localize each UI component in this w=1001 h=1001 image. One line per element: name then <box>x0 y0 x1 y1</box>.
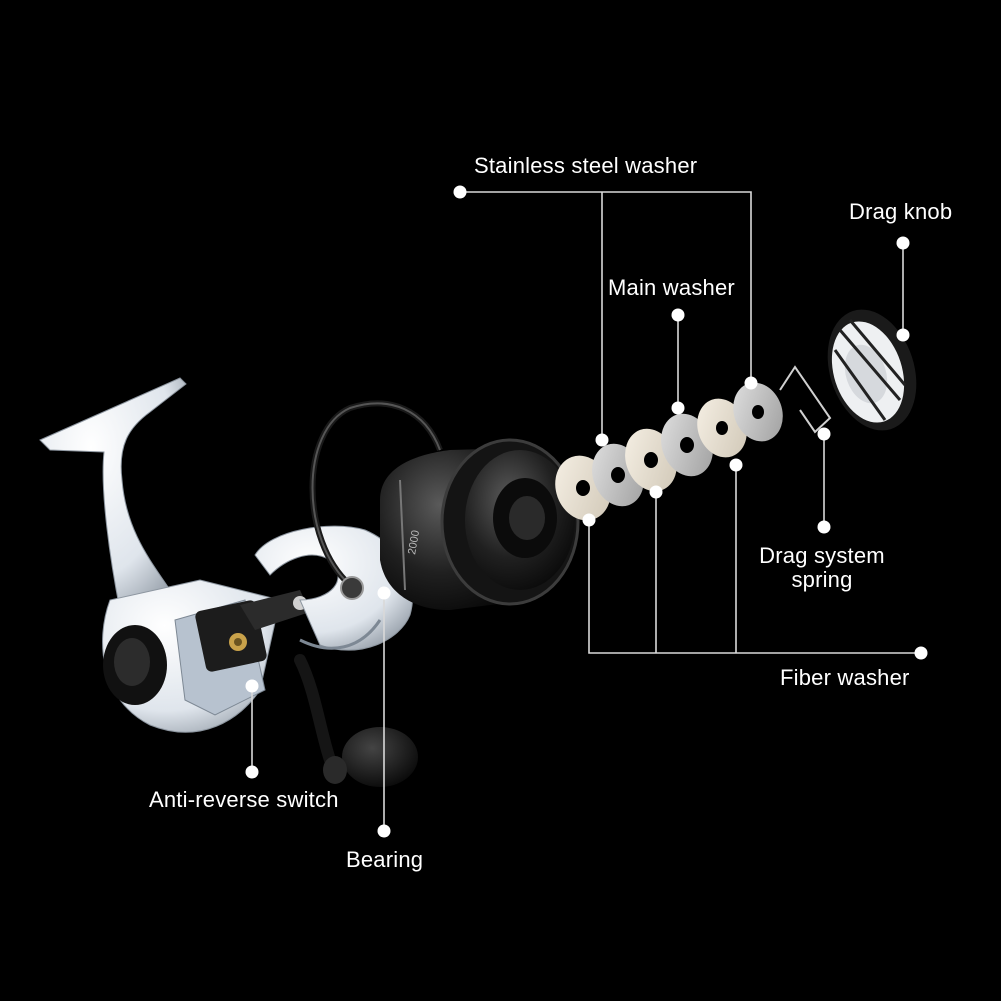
label-bearing: Bearing <box>346 847 424 872</box>
handle-knob <box>342 727 418 787</box>
dot-fiber-washer-c <box>729 458 743 472</box>
dot-fiber-washer-end <box>914 646 928 660</box>
reel-foot <box>39 377 187 611</box>
dot-drag-spring <box>817 427 831 441</box>
drag-knob-part <box>827 309 917 431</box>
leader-fiber-washer <box>588 520 921 654</box>
dot-main-washer <box>671 401 685 415</box>
dot-drag-knob-top <box>896 236 910 250</box>
stainless-steel-washer <box>733 382 783 442</box>
label-drag-system-spring-line2: spring <box>791 567 853 592</box>
dot-bearing <box>377 586 391 600</box>
dot-stainless-washer-b <box>744 376 758 390</box>
main-shaft <box>240 590 310 630</box>
dot-drag-knob <box>896 328 910 342</box>
reel-illustration: 2000 <box>39 309 917 787</box>
dot-fiber-washer-a <box>582 513 596 527</box>
label-drag-knob: Drag knob <box>849 199 953 224</box>
label-anti-reverse-switch: Anti-reverse switch <box>149 787 339 812</box>
dot-anti-reverse-bottom <box>245 765 259 779</box>
dot-stainless-start <box>453 185 467 199</box>
label-stainless-steel-washer: Stainless steel washer <box>474 153 698 178</box>
leader-stainless-steel-washer <box>460 191 752 383</box>
label-drag-system-spring-line1: Drag system <box>759 543 885 568</box>
dot-bearing-bottom <box>377 824 391 838</box>
leader-lines <box>251 191 921 831</box>
dot-main-washer-top <box>671 308 685 322</box>
label-main-washer: Main washer <box>608 275 735 300</box>
dot-drag-spring-bottom <box>817 520 831 534</box>
callout-dots <box>245 185 928 838</box>
dot-anti-reverse <box>245 679 259 693</box>
label-drag-system-spring: Drag system spring <box>752 544 892 592</box>
dot-fiber-washer-b <box>649 485 663 499</box>
label-fiber-washer: Fiber washer <box>780 665 910 690</box>
spool-marking: 2000 <box>406 529 422 555</box>
drag-spring <box>779 365 832 434</box>
dot-stainless-washer-a <box>595 433 609 447</box>
spool: 2000 <box>380 438 580 610</box>
washer-stack <box>555 382 783 521</box>
reel-handle-arm <box>294 654 336 766</box>
